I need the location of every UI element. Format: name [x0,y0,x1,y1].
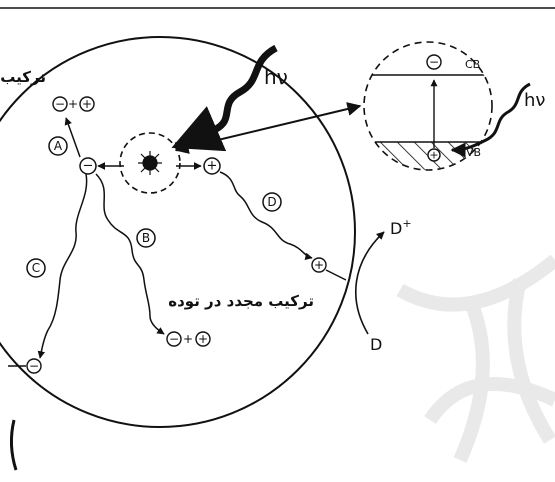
path-c-electron: − [8,358,42,374]
semiconductor-particle [0,36,356,428]
band-hole: + [427,148,441,162]
path-c-wave [37,173,88,359]
path-b-wave [95,173,165,335]
hv-band-label: hν [524,90,545,111]
path-b-pair: − + + [166,331,211,347]
donor-oxidation-arrow [354,231,385,335]
svg-text:+: + [198,332,208,346]
svg-text:+: + [314,258,324,272]
donor-label: D [370,335,382,354]
vb-label: VB [466,146,481,159]
path-c-badge: C [26,258,46,278]
path-b-badge: B [136,228,156,248]
path-d-wave [219,171,313,260]
hole-carrier: + [203,157,221,175]
band-diagram-zoom: CB VB − + hν [363,41,545,171]
band-electron: − [426,54,442,70]
surface-recombination-label: ترکیب [0,68,46,86]
path-d-hole: + [311,257,327,273]
svg-text:+: + [183,332,193,346]
photon-wave-main [171,44,278,152]
path-a-pair: − + + [52,96,95,112]
svg-text:D: D [267,195,276,209]
svg-text:+: + [68,97,78,111]
donor-plus-label: D+ [390,217,412,238]
photon-wave-band [450,82,531,158]
svg-text:−: − [83,159,94,174]
svg-text:C: C [32,261,40,275]
excitation-burst [138,151,162,175]
cb-label: CB [465,58,480,71]
watermark-ornament [396,254,555,463]
path-d-badge: D [262,192,282,212]
svg-text:+: + [429,149,438,162]
svg-text:A: A [54,139,63,153]
svg-text:B: B [142,231,150,245]
hole-to-donor-link [325,269,347,281]
svg-text:−: − [169,332,179,346]
electron-carrier: − [79,157,97,175]
outer-arc-fragment [9,419,18,471]
svg-text:−: − [29,359,39,373]
svg-text:+: + [82,97,92,111]
excitation-zone [119,132,181,194]
zoom-pointer-arrow [174,102,362,154]
hv-main-label: hν [264,65,288,89]
svg-text:−: − [429,55,439,69]
path-a-arrow [64,117,81,158]
svg-text:+: + [207,159,218,174]
path-a-badge: A [48,136,68,156]
svg-text:−: − [55,97,65,111]
bulk-recombination-label: ترکیب مجدد در توده [168,292,314,310]
